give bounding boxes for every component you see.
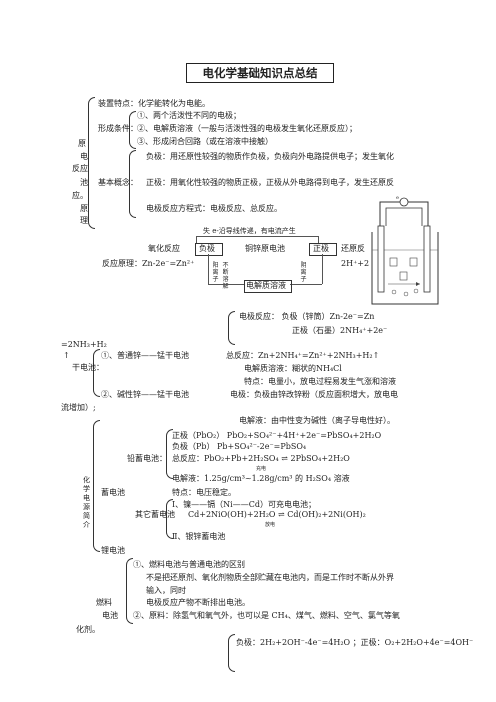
copper-zinc-label: 铜锌原电池 <box>245 244 285 253</box>
oxidant-text: 化剂。 <box>76 625 100 634</box>
flow-increase: 流增加）; <box>61 403 96 412</box>
lead-positive: 正极（PbO₂） PbO₂+SO₄²⁻+4H⁺+2e⁻=PbSO₄+2H₂O <box>172 431 382 440</box>
concepts-brace <box>129 150 136 218</box>
zinc-equation: Zn-2e⁻=Zn²⁺ <box>142 259 195 268</box>
other-brace <box>166 499 173 539</box>
fuel-desc-1: 不是把还原剂、氧化剂物质全部贮藏在电池内，而是工作时不断从外界 <box>146 573 394 582</box>
negative-label: 负极 <box>199 244 215 253</box>
h-ion-box <box>399 271 408 281</box>
other-battery-label: 其它蓄电池 <box>135 510 175 519</box>
left-label: 理 <box>80 216 88 225</box>
fuel-label-2: 电池 <box>102 611 118 620</box>
fuel-desc-2: 输入，同时 <box>146 586 186 595</box>
conditions-label: 形成条件： <box>98 124 138 133</box>
galvanic-cell-illustration: e <box>371 195 439 305</box>
dry-cell-brace <box>228 311 235 345</box>
charge-note: 充电 <box>256 466 267 472</box>
alkaline-item: ②、碱性锌——锰干电池 <box>101 390 189 399</box>
zn-ion-box <box>389 257 398 267</box>
fuel-electrode-equation: 负极：2H₂+2OH⁻-4e⁻=4H₂O ；正极：O₂+2H₂O+4e⁻=4OH… <box>236 638 474 647</box>
left-label: 池 <box>80 178 88 187</box>
fuel-eq-brace <box>228 634 235 672</box>
power-source-brace <box>93 420 100 552</box>
alkaline-electrolyte: 电解液：由中性变为碱性（离子导电性好）。 <box>239 416 395 425</box>
oxidation-label: 氧化反应 <box>148 244 180 253</box>
condition-item: ③、形成闭合回路（或在溶液中接触） <box>137 137 273 146</box>
condition-item: ①、两个活泼性不同的电极； <box>137 111 241 120</box>
dry-cell-positive: 正极（石墨）2NH₄⁺+2e⁻ <box>292 326 388 335</box>
zinc-manganese-item: ①、普通锌——锰干电池 <box>101 351 189 360</box>
positive-label: 正极 <box>313 244 329 253</box>
left-label: 原 <box>80 204 88 213</box>
lead-total: 总反应：PbO₂+Pb+2H₂SO₄ ⇌ 2PbSO₄+2H₂O <box>172 454 350 463</box>
nicd-equation: Cd+2NiO(OH)+2H₂O ⇌ Cd(OH)₂+2Ni(OH)₂ <box>188 510 366 519</box>
fuel-item-2: ②、原料：除氢气和氧气外，也可以是 CH₄、煤气、燃料、空气、氯气等氧 <box>133 611 400 620</box>
discharge-note: 放电 <box>265 522 276 528</box>
accumulator-label: 蓄电池 <box>101 488 125 497</box>
e-label: e <box>396 195 399 201</box>
concept-item: 正极：用氧化性较强的物质正极，正极从外电路得到电子，发生还原反 <box>146 178 394 187</box>
concepts-label: 基本概念： <box>98 178 138 187</box>
left-label: 反应 <box>72 164 88 173</box>
device-feature: 装置特点：化学能转化为电能。 <box>98 99 210 108</box>
dry-types-brace <box>93 349 100 397</box>
anion-vertical-label: 阴离子 <box>300 262 307 283</box>
dry-cell-negative: 电极反应： 负极（锌筒）Zn-2e⁻=Zn <box>239 312 375 321</box>
so4-ion-box <box>409 257 418 267</box>
reduction-label: 还原反 <box>341 244 365 253</box>
cation-vertical-label: 阳离子 <box>212 262 219 283</box>
hydrogen-equation: 2H⁺+2 <box>341 259 370 268</box>
fuel-desc-3: 电极反应产物不断排出电池。 <box>146 598 250 607</box>
fuel-label-1: 燃料 <box>96 598 112 607</box>
nicd-item: Ⅰ、镍——镉（Ni——Cd）可充电电池； <box>172 500 316 509</box>
fuel-item-1: ①、燃料电池与普通电池的区别 <box>133 560 245 569</box>
lead-negative: 负极（Pb） Pb+SO₄²⁻-2e⁻=PbSO₄ <box>172 442 307 451</box>
section-brace <box>88 97 95 229</box>
zinc-electrode <box>377 225 385 293</box>
galvanometer <box>399 197 409 207</box>
chemical-power-vertical: 化学电源简介 <box>83 476 90 529</box>
left-label: 电 <box>80 152 88 161</box>
electrolyte-box <box>244 280 292 293</box>
lead-brace <box>166 429 173 479</box>
diagram-top-label: 失 e-沿导线传递，有电流产生 <box>203 227 296 235</box>
reaction-principle-label: 反应原理： <box>102 259 142 268</box>
lithium-label: 锂电池 <box>101 546 125 555</box>
lead-electrolyte: 电解液：1.25g/cm³~1.28g/cm³ 的 H₂SO₄ 溶液 <box>172 474 350 483</box>
dissolve-vertical-label: 不断溶解 <box>222 262 229 290</box>
silver-zinc-item: Ⅱ、银锌蓄电池 <box>172 532 226 541</box>
lead-feature: 特点：电压稳定。 <box>172 488 236 497</box>
beaker <box>371 232 439 305</box>
concept-item: 电极反应方程式：电极反应、总反应。 <box>146 204 282 213</box>
condition-item: ②、电解质溶液（一般与活泼性强的电极发生氧化还原反应）； <box>137 124 357 133</box>
positive-electrode-box <box>309 243 337 256</box>
left-label: 原 <box>78 139 86 148</box>
conditions-brace <box>129 111 136 149</box>
inner-wire <box>385 207 423 226</box>
lead-battery-label: 铅蓄电池： <box>127 454 167 463</box>
negative-electrode-box <box>195 243 223 256</box>
dry-feature: 特点：电量小，放电过程易发生气涨和溶液 <box>244 377 396 386</box>
left-label: 应。 <box>72 191 88 200</box>
nh3-h2-product: =2NH₃+H₂ <box>61 340 107 349</box>
electrolyte-label: 电解质溶液 <box>246 281 286 290</box>
page-title: 电化学基础知识点总结 <box>186 63 334 83</box>
dry-cell-label: 干电池： <box>72 363 104 372</box>
dry-total-reaction: 总反应：Zn+2NH₄⁺=Zn²⁺+2NH₃+H₂↑ <box>226 351 380 360</box>
alkaline-electrode: 电极：负极由锌改锌粉（反应面积增大，放电电 <box>230 390 398 399</box>
fuel-brace <box>126 558 133 624</box>
gas-arrow: ↑ <box>63 351 70 360</box>
dry-electrolyte: 电解质溶液：糊状的NH₄Cl <box>244 364 342 373</box>
copper-electrode <box>423 225 431 293</box>
concept-item: 负极：用还原性较强的物质作负极，负极向外电路提供电子；发生氧化 <box>146 152 394 161</box>
